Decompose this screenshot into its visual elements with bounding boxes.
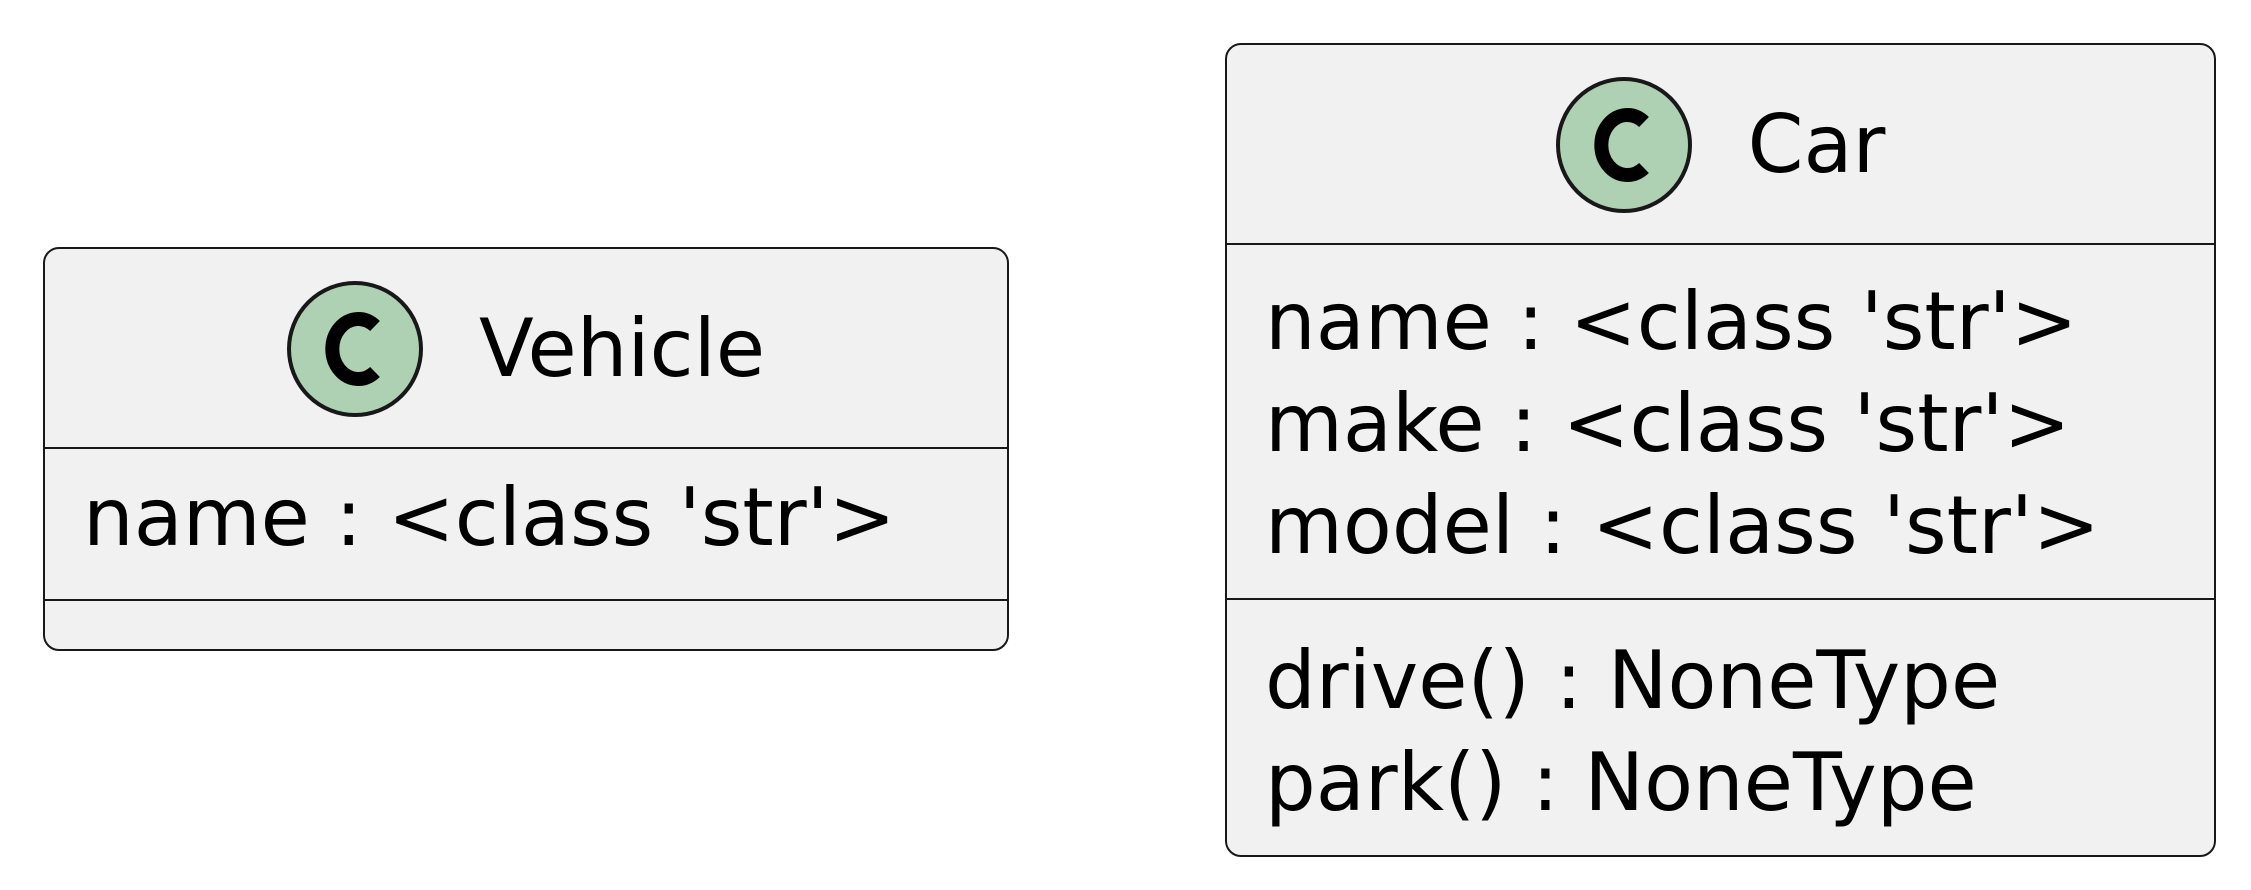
fields-section: name : <class 'str'> make : <class 'str'… [1265,271,2100,577]
divider [45,599,1007,601]
method: drive() : NoneType [1265,634,2001,727]
class-header: Car [1227,45,2214,245]
methods-section: drive() : NoneType park() : NoneType [1265,630,2000,834]
method: park() : NoneType [1265,736,1977,829]
divider [45,447,1007,449]
class-name: Vehicle [478,302,766,395]
divider [1227,598,2214,600]
fields-section: name : <class 'str'> [83,467,896,569]
class-c-icon [286,281,423,417]
class-c-icon [1555,77,1692,213]
divider [1227,243,2214,245]
class-vehicle[interactable]: Vehicle name : <class 'str'> [43,247,1009,651]
field: model : <class 'str'> [1265,479,2100,572]
field: name : <class 'str'> [83,471,896,564]
field: name : <class 'str'> [1265,275,2078,368]
class-car[interactable]: Car name : <class 'str'> make : <class '… [1225,43,2216,857]
class-name: Car [1747,98,1886,191]
field: make : <class 'str'> [1265,377,2071,470]
class-header: Vehicle [45,249,1007,449]
